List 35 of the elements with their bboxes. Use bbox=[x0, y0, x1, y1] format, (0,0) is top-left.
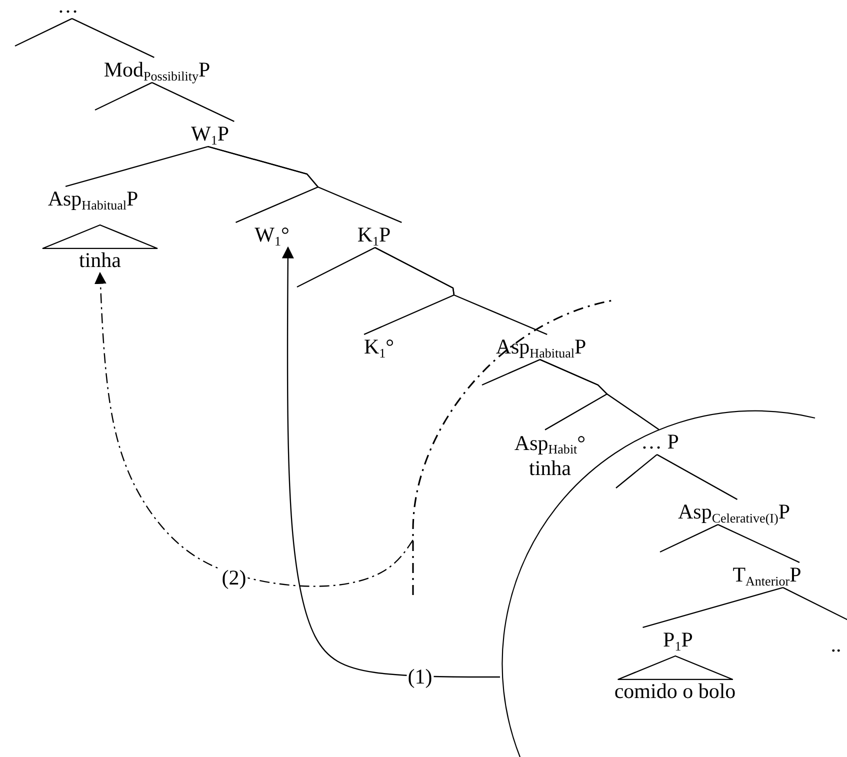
tree-branch bbox=[540, 359, 660, 430]
tree-branch bbox=[296, 247, 376, 288]
node-label: K$_{1}$P bbox=[357, 223, 391, 247]
node-label: Asp$_{Habitual}$P bbox=[48, 187, 138, 211]
movement-arrow bbox=[94, 272, 414, 587]
tree-branch bbox=[374, 247, 548, 335]
phrase-text: comido o bolo bbox=[614, 680, 736, 704]
node-label: T$_{Anterior}$P bbox=[732, 563, 802, 587]
tree-branch bbox=[94, 82, 152, 111]
tree-branch bbox=[660, 524, 718, 553]
tree-branch bbox=[208, 146, 402, 223]
node-label: Asp$_{Habitual}$P bbox=[496, 335, 586, 359]
tree-branch bbox=[718, 524, 800, 563]
node-label: … bbox=[58, 0, 78, 18]
node-label: … P bbox=[641, 430, 679, 454]
tree-branch bbox=[152, 82, 234, 122]
node-label: .. bbox=[830, 633, 842, 657]
node-label: Mod$_{Possibility}$P bbox=[104, 58, 210, 82]
tree-branch bbox=[656, 454, 738, 500]
tree-branch bbox=[482, 359, 540, 386]
phrase-text: tinha bbox=[79, 249, 121, 272]
movement-arrow bbox=[282, 246, 500, 678]
edge-label: (2) bbox=[220, 566, 248, 590]
node-label: W$_{1}$° bbox=[254, 223, 290, 247]
node-label: K$_{1}$° bbox=[364, 335, 394, 359]
node-label: Asp$_{Celerative(I)}$P bbox=[678, 500, 790, 524]
tree-branch bbox=[642, 586, 784, 628]
tree-branch bbox=[616, 454, 658, 488]
phrase-text: tinha bbox=[529, 456, 571, 482]
node-label: P$_{1}$P bbox=[663, 628, 693, 652]
tree-branch bbox=[14, 18, 72, 47]
node-label: W$_{1}$P bbox=[190, 122, 230, 146]
tree-branch bbox=[72, 18, 154, 58]
tree-branch bbox=[65, 146, 208, 188]
node-label: Asp$_{Habit}$° bbox=[514, 430, 586, 456]
